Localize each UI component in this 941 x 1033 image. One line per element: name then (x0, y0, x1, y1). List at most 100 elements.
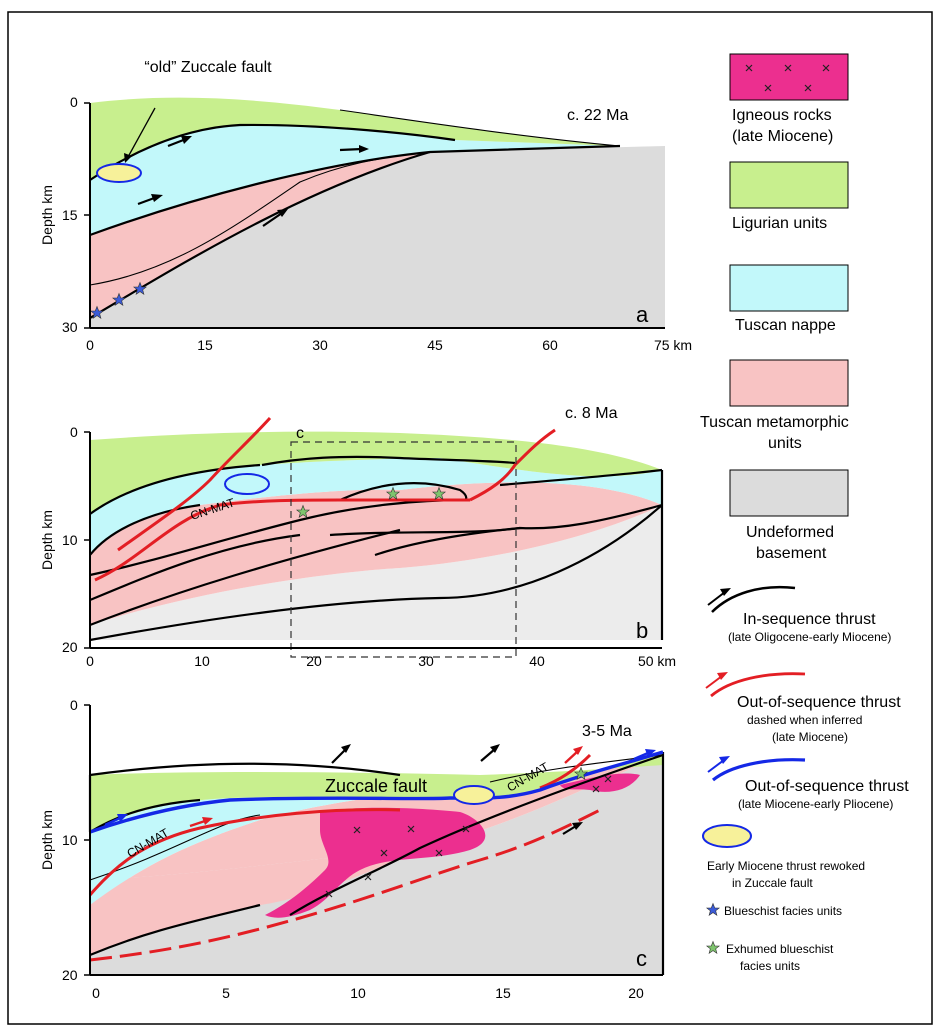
in-sequence-arrow-a3 (262, 209, 288, 227)
legend-label-ellipse-1: Early Miocene thrust rewoked (707, 859, 865, 873)
legend-swatch-tuscan-metamorphic (729, 359, 849, 407)
ytick-label: 10 (62, 832, 78, 848)
xtick-label: 20 (306, 653, 322, 669)
in-sequence-arrow-c3 (562, 822, 583, 835)
legend-label-tuscan-nappe: Tuscan nappe (735, 317, 836, 334)
y-axis-label: Depth km (39, 810, 55, 870)
legend-line-blue-thrust (711, 758, 806, 782)
legend-swatch-blue-star (706, 903, 720, 916)
ytick-label: 10 (62, 532, 78, 548)
legend-label-tuscan-metamorphic-2: units (768, 435, 802, 452)
legend-label-red-thrust-3: (late Miocene) (772, 730, 848, 744)
legend-swatch-ellipse (702, 824, 752, 848)
y-axis-label: Depth km (39, 510, 55, 570)
xtick-label: 75 km (654, 337, 692, 353)
ytick-label: 0 (70, 697, 78, 713)
xtick-label: 30 (312, 337, 328, 353)
legend-swatch-green-star (706, 941, 720, 954)
y-axis-label: Depth km (39, 185, 55, 245)
legend-label-ellipse-2: in Zuccale fault (732, 876, 813, 890)
age-label-c: 3-5 Ma (582, 723, 632, 740)
ligurian-unit-b (90, 431, 662, 514)
old-zuccale-callout: “old” Zuccale fault (144, 59, 272, 76)
legend-swatch-basement (729, 469, 849, 517)
legend-label-in-sequence-2: (late Oligocene-early Miocene) (728, 630, 891, 644)
ytick-label: 15 (62, 207, 78, 223)
legend-label-basement-1: Undeformed (746, 524, 834, 541)
ligurian-unit-c (90, 752, 663, 832)
inset-box-c (290, 441, 517, 658)
xtick-label: 30 (418, 653, 434, 669)
ytick-label: 20 (62, 967, 78, 983)
rewoked-thrust-ellipse (453, 785, 495, 805)
xtick-label: 40 (529, 653, 545, 669)
in-sequence-arrow-a1 (167, 136, 192, 148)
in-sequence-arrow-c2 (480, 744, 500, 762)
panel-letter-b: b (636, 618, 648, 643)
cn-mat-fault-b (94, 498, 470, 582)
ytick-label: 0 (70, 94, 78, 110)
panel-c: Zuccale fault CN-MAT CN-MAT 0 10 20 0 5 … (39, 697, 665, 1001)
xtick-label: 50 km (638, 653, 676, 669)
xtick-label: 5 (222, 985, 230, 1001)
xtick-label: 10 (194, 653, 210, 669)
xtick-label: 45 (427, 337, 443, 353)
legend-line-in-sequence-thrust (711, 585, 796, 613)
figure-frame (7, 11, 933, 1025)
ytick-label: 0 (70, 424, 78, 440)
ytick-label: 20 (62, 639, 78, 655)
age-label-a: c. 22 Ma (567, 107, 628, 124)
legend-swatch-igneous (729, 53, 849, 101)
igneous-body-c (265, 807, 486, 918)
xtick-label: 15 (197, 337, 213, 353)
age-label-b: c. 8 Ma (565, 405, 618, 422)
cn-mat-fault-c (88, 808, 401, 896)
red-thrust-arrow-c2 (564, 746, 583, 764)
tuscan-nappe-unit-a (90, 124, 620, 235)
inset-box-letter: c (296, 425, 304, 442)
legend-line-red-thrust (710, 672, 806, 698)
panel-a: “old” Zuccale fault 0 15 30 0 15 30 45 6… (39, 59, 692, 353)
igneous-body-c-right (560, 773, 640, 792)
ytick-label: 30 (62, 319, 78, 335)
red-thrust-arrow-c1 (189, 817, 213, 828)
out-of-sequence-thrust-b1 (117, 416, 272, 552)
blue-thrust-arrow-c2 (633, 749, 656, 761)
legend-label-basement-2: basement (756, 545, 827, 562)
ligurian-unit-a (90, 97, 620, 180)
xtick-label: 15 (495, 985, 511, 1001)
cn-mat-fault-c-right (539, 753, 592, 790)
panel-letter-c: c (636, 946, 647, 971)
in-sequence-arrow-a2 (137, 194, 163, 206)
legend-label-igneous-2: (late Miocene) (732, 128, 833, 145)
legend-label-blue-thrust-2: (late Miocene-early Pliocene) (738, 797, 893, 811)
legend-label-red-thrust-1: Out-of-sequence thrust (737, 694, 901, 711)
legend-label-blue-star: Blueschist facies units (724, 904, 842, 918)
in-sequence-arrow-c1 (331, 744, 351, 764)
panel-letter-a: a (636, 302, 649, 327)
basement-unit-a (90, 146, 665, 328)
zuccale-fault-label: Zuccale fault (325, 776, 427, 796)
in-sequence-arrow-a4 (339, 145, 369, 153)
inferred-thrust-c (89, 808, 601, 962)
legend-label-in-sequence-1: In-sequence thrust (743, 611, 876, 628)
thrust-ellipse-b (224, 473, 270, 495)
old-zuccale-fault-ellipse (96, 163, 142, 183)
legend-label-tuscan-metamorphic-1: Tuscan metamorphic (700, 414, 849, 431)
legend-label-red-thrust-2: dashed when inferred (747, 713, 862, 727)
callout-arrow (127, 107, 156, 158)
xtick-label: 20 (628, 985, 644, 1001)
xtick-label: 0 (86, 653, 94, 669)
tuscan-metamorphic-unit-a (90, 152, 430, 318)
panel-b: CN-MAT c 0 10 20 0 10 20 30 40 50 km Dep… (39, 405, 676, 669)
legend-label-green-star-2: facies units (740, 959, 800, 973)
out-of-sequence-thrust-b2 (469, 428, 556, 502)
xtick-label: 60 (542, 337, 558, 353)
legend-swatch-ligurian (729, 161, 849, 209)
blue-thrust-arrow-c1 (104, 814, 128, 827)
xtick-label: 0 (86, 337, 94, 353)
legend-label-ligurian: Ligurian units (732, 215, 827, 232)
legend: Igneous rocks (late Miocene) Ligurian un… (700, 53, 909, 973)
legend-label-blue-thrust-1: Out-of-sequence thrust (745, 778, 909, 795)
